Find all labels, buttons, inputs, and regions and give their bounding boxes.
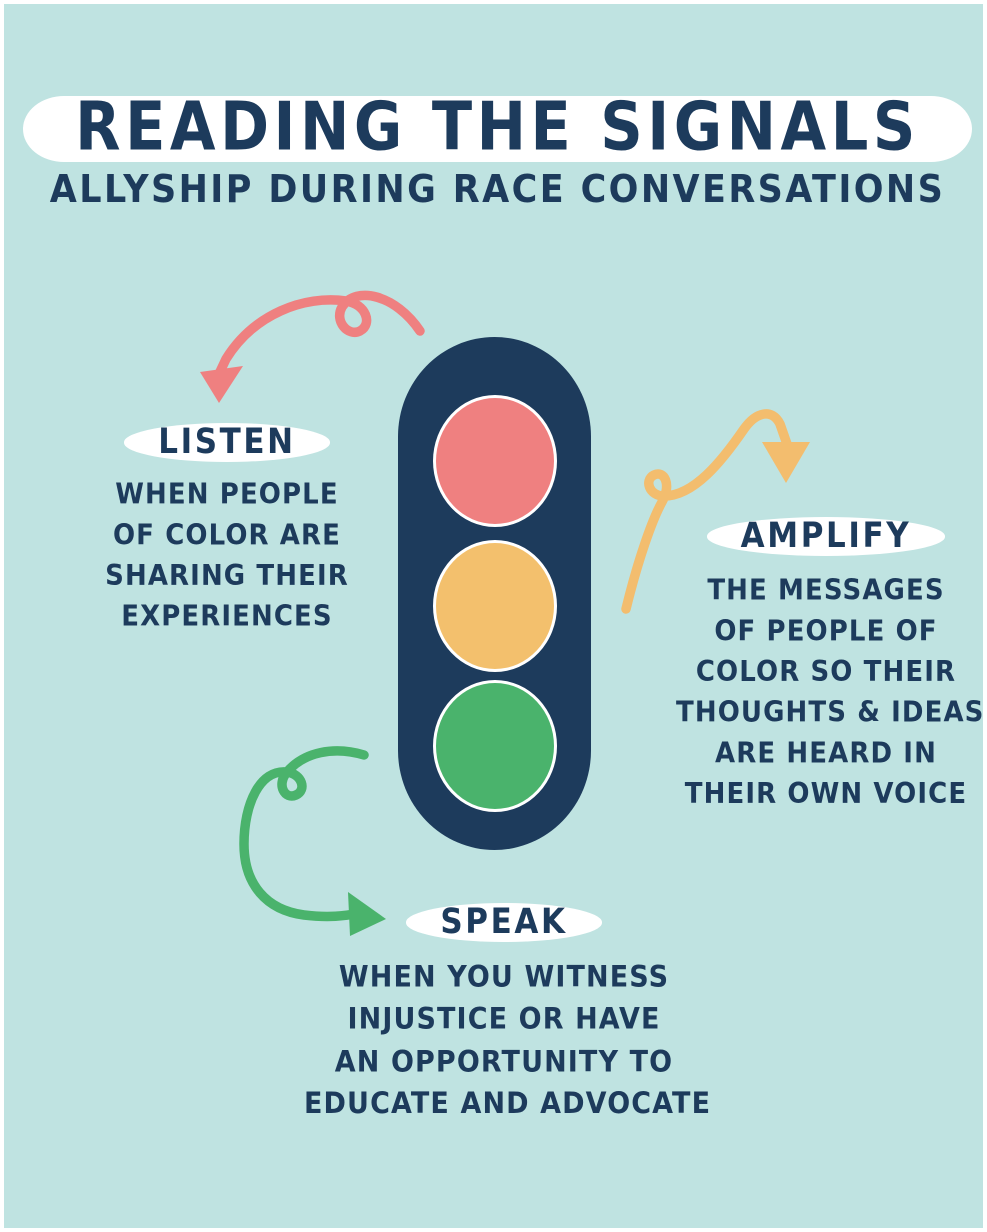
callout-speak: SPEAK WHEN YOU WITNESS INJUSTICE OR HAVE… (304, 901, 710, 1121)
page-title: READING THE SIGNALS (75, 86, 920, 166)
amplify-body-line: THOUGHTS & IDEAS (676, 695, 985, 729)
title-block: READING THE SIGNALS ALLYSHIP DURING RACE… (4, 91, 983, 212)
listen-body: WHEN PEOPLE OF COLOR ARE SHARING THEIR E… (82, 475, 372, 637)
title-pill-wrap: READING THE SIGNALS (23, 91, 972, 164)
listen-body-line: EXPERIENCES (121, 599, 333, 633)
amplify-body-line: THE MESSAGES (707, 573, 945, 607)
red-light[interactable] (432, 395, 557, 527)
speak-label-wrap: SPEAK (406, 901, 602, 943)
yellow-light[interactable] (432, 540, 557, 672)
amplify-label: AMPLIFY (740, 515, 912, 557)
amplify-body-line: OF PEOPLE OF (714, 614, 938, 648)
amplify-body-line: ARE HEARD IN (715, 736, 937, 770)
listen-body-line: OF COLOR ARE (112, 518, 342, 552)
listen-label: LISTEN (158, 421, 296, 463)
speak-body: WHEN YOU WITNESS INJUSTICE OR HAVE AN OP… (304, 957, 712, 1126)
page-subtitle: ALLYSHIP DURING RACE CONVERSATIONS (49, 168, 946, 212)
speak-body-line: AN OPPORTUNITY TO (334, 1044, 674, 1079)
speak-body-line: INJUSTICE OR HAVE (347, 1002, 661, 1037)
amplify-body-line: THEIR OWN VOICE (684, 776, 968, 810)
listen-arrow (200, 290, 425, 403)
amplify-body-line: COLOR SO THEIR (695, 655, 957, 689)
amplify-body: THE MESSAGES OF PEOPLE OF COLOR SO THEIR… (676, 571, 985, 815)
listen-label-highlight (124, 423, 330, 462)
title-highlight-pill (23, 96, 972, 162)
callout-listen: LISTEN WHEN PEOPLE OF COLOR ARE SHARING … (82, 421, 372, 633)
traffic-light-body (398, 337, 591, 850)
speak-body-line: EDUCATE AND ADVOCATE (304, 1086, 712, 1121)
listen-label-wrap: LISTEN (124, 421, 330, 463)
speak-label: SPEAK (440, 901, 568, 943)
callout-amplify: AMPLIFY THE MESSAGES OF PEOPLE OF COLOR … (676, 515, 983, 810)
listen-body-line: WHEN PEOPLE (115, 477, 339, 511)
listen-body-line: SHARING THEIR (105, 559, 349, 593)
speak-label-highlight (406, 903, 602, 942)
speak-body-line: WHEN YOU WITNESS (338, 959, 670, 994)
green-light[interactable] (432, 680, 557, 812)
amplify-label-wrap: AMPLIFY (706, 515, 946, 557)
